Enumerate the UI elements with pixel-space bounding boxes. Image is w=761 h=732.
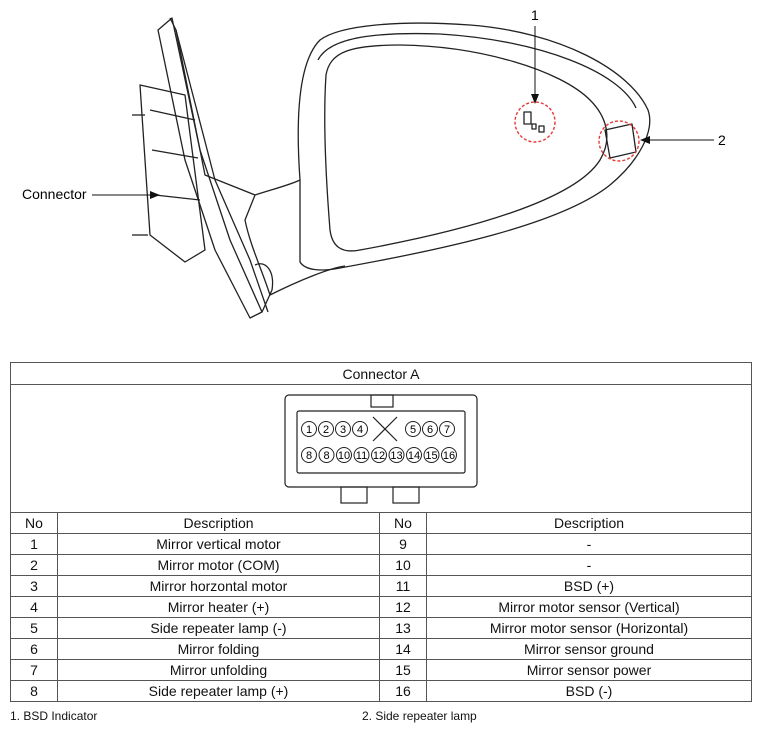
svg-text:8: 8 <box>323 450 329 462</box>
cell-no-right: 10 <box>379 554 427 576</box>
cell-desc-left: Side repeater lamp (-) <box>57 617 380 639</box>
connector-pin: 7 <box>439 420 455 437</box>
cell-no-left: 1 <box>10 533 58 555</box>
cell-no-right: 9 <box>379 533 427 555</box>
connector-pin: 5 <box>405 420 421 437</box>
cell-desc-left: Mirror heater (+) <box>57 596 380 618</box>
cell-no-right: 12 <box>379 596 427 618</box>
cell-no-right: 15 <box>379 659 427 681</box>
connector-pin: 13 <box>388 446 405 463</box>
connector-pin: 15 <box>423 446 440 463</box>
svg-text:2: 2 <box>323 424 329 436</box>
connector-pin: 2 <box>318 420 334 437</box>
cell-desc-left: Mirror folding <box>57 638 380 660</box>
mirror-housing <box>297 22 651 271</box>
cell-desc-right: - <box>426 533 752 555</box>
connector-pin: 16 <box>441 446 457 463</box>
cell-no-left: 2 <box>10 554 58 576</box>
svg-text:8: 8 <box>306 450 312 462</box>
mirror-glass <box>324 44 608 252</box>
header-desc-right: Description <box>426 512 752 534</box>
connector-pin: 8 <box>301 446 317 463</box>
connector-pin: 12 <box>371 446 387 463</box>
connector-label: Connector <box>22 186 87 202</box>
cell-no-left: 5 <box>10 617 58 639</box>
header-no-right: No <box>379 512 427 534</box>
svg-text:12: 12 <box>373 450 385 462</box>
cell-desc-left: Side repeater lamp (+) <box>57 680 380 702</box>
cell-desc-left: Mirror unfolding <box>57 659 380 681</box>
connector-pin: 14 <box>406 446 422 463</box>
callout-1: 1 <box>531 7 539 23</box>
svg-text:16: 16 <box>443 450 455 462</box>
cell-no-right: 14 <box>379 638 427 660</box>
svg-text:1: 1 <box>306 424 312 436</box>
connector-title: Connector A <box>10 362 752 385</box>
cell-desc-right: - <box>426 554 752 576</box>
cell-no-right: 11 <box>379 575 427 597</box>
cell-no-left: 6 <box>10 638 58 660</box>
cell-desc-right: Mirror motor sensor (Horizontal) <box>426 617 752 639</box>
callout-2: 2 <box>718 132 726 148</box>
cell-no-left: 8 <box>10 680 58 702</box>
cell-no-right: 16 <box>379 680 427 702</box>
mirror-arm <box>244 179 346 296</box>
table-header-row: No Description No Description <box>10 512 752 534</box>
mirror-diagram: 1 2 Connector <box>22 7 726 319</box>
connector-pin: 11 <box>353 446 370 463</box>
cell-desc-left: Mirror motor (COM) <box>57 554 380 576</box>
cell-no-left: 3 <box>10 575 58 597</box>
cell-no-right: 13 <box>379 617 427 639</box>
header-no-left: No <box>10 512 58 534</box>
connector-pin: 1 <box>301 420 317 437</box>
connector-pin: 10 <box>336 446 352 463</box>
note-bsd-indicator: 1. BSD Indicator <box>10 709 98 723</box>
cell-desc-right: Mirror sensor power <box>426 659 752 681</box>
connector-pin: 3 <box>335 420 351 437</box>
cell-desc-right: Mirror motor sensor (Vertical) <box>426 596 752 618</box>
svg-text:7: 7 <box>444 424 450 436</box>
svg-text:4: 4 <box>357 424 363 436</box>
connector-pin: 6 <box>422 420 438 437</box>
cell-desc-right: BSD (+) <box>426 575 752 597</box>
svg-text:3: 3 <box>340 424 346 436</box>
svg-text:14: 14 <box>408 450 420 462</box>
connector-pin: 4 <box>352 420 368 437</box>
cell-no-left: 4 <box>10 596 58 618</box>
svg-text:6: 6 <box>427 424 433 436</box>
svg-text:13: 13 <box>390 450 402 462</box>
mounting-plate <box>157 17 263 319</box>
svg-text:15: 15 <box>425 450 437 462</box>
note-side-repeater-lamp: 2. Side repeater lamp <box>362 709 477 723</box>
cell-desc-left: Mirror vertical motor <box>57 533 380 555</box>
svg-text:5: 5 <box>410 424 416 436</box>
cell-desc-right: BSD (-) <box>426 680 752 702</box>
svg-text:10: 10 <box>338 450 350 462</box>
svg-text:11: 11 <box>356 450 367 462</box>
cell-desc-left: Mirror horzontal motor <box>57 575 380 597</box>
connector-pin: 8 <box>318 446 335 463</box>
cell-no-left: 7 <box>10 659 58 681</box>
cell-desc-right: Mirror sensor ground <box>426 638 752 660</box>
header-desc-left: Description <box>57 512 380 534</box>
